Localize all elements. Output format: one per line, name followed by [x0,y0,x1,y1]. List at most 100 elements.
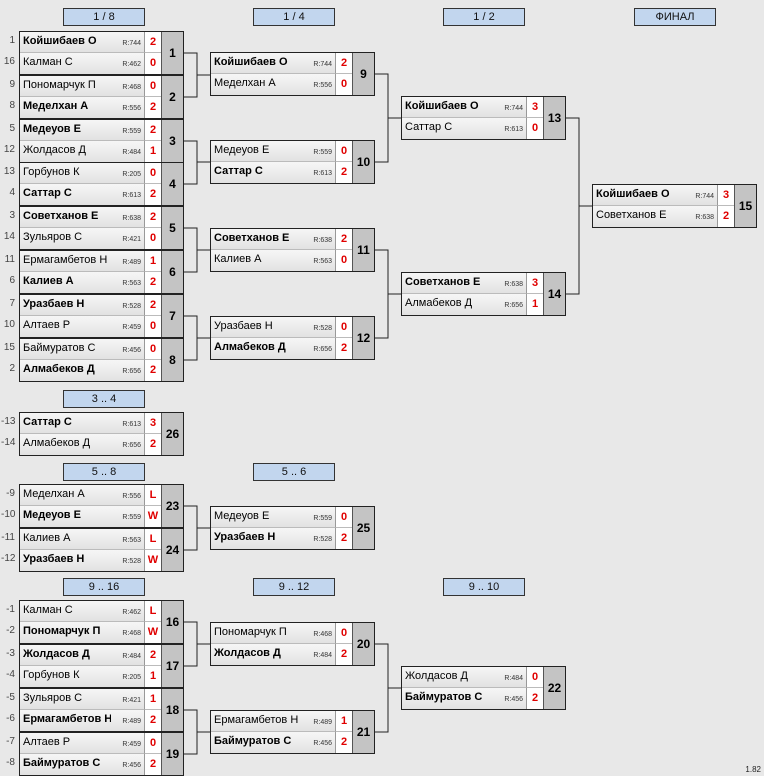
player-score: L [144,529,161,550]
seed-number: -5 [6,692,15,703]
player-name: Жолдасов Д [405,670,468,682]
player-rating: R:462 [122,61,141,68]
player-name: Медеуов Е [23,509,81,521]
match-number: 3 [161,120,183,162]
player-score: W [144,622,161,643]
seed-number: 7 [9,298,15,309]
player-name: Койшибаев О [214,56,288,68]
player-rating: R:556 [122,493,141,500]
player-rating: R:468 [313,631,332,638]
player-score: 2 [335,732,352,753]
player-score: 1 [335,711,352,732]
player-score: 3 [717,185,734,206]
player-rating: R:638 [504,281,523,288]
player-rating: R:613 [122,421,141,428]
player-score: L [144,601,161,622]
match-number: 11 [352,229,374,271]
player-score: 0 [335,141,352,162]
player-score: 0 [144,163,161,184]
seed-number: -13 [1,416,16,427]
